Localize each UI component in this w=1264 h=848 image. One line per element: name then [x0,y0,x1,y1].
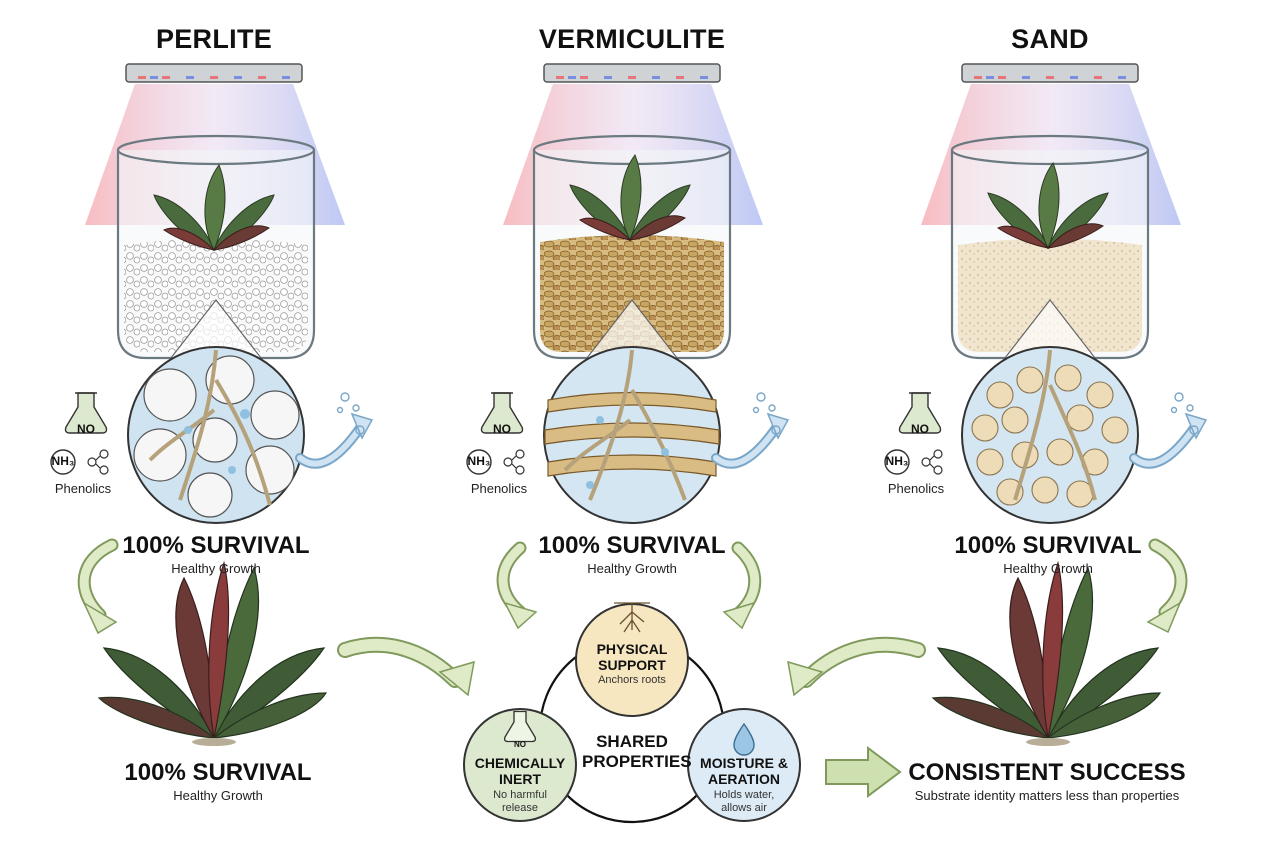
shared-properties-label: SHARED PROPERTIES [582,732,692,771]
moisture-aeration-circle [687,708,801,822]
arrow-perlite-to-shared [337,636,475,697]
survival-sand: 100% SURVIVAL [954,532,1142,559]
no-label-sand: NO [911,422,929,436]
bottom-growth-perlite: Healthy Growth [173,788,263,803]
mature-plant-perlite [98,562,327,747]
nh3-label-vermiculite: NH₃ [467,454,491,468]
title-sand: SAND [1011,24,1089,54]
physical-support-desc: Anchors roots [598,674,666,686]
flask-icon [503,710,537,743]
bottom-survival-perlite: 100% SURVIVAL [124,759,312,786]
chemically-inert-circle [463,708,577,822]
growth-sand: Healthy Growth [1003,561,1093,576]
survival-perlite: 100% SURVIVAL [122,532,310,559]
no-label-perlite: NO [77,422,95,436]
physical-support-title: PHYSICAL SUPPORT [596,641,668,673]
nh3-label-sand: NH₃ [885,454,909,468]
no-label-vermiculite: NO [493,422,511,436]
perlite-column [50,63,372,747]
chemical-icons-perlite [50,392,109,475]
chemically-inert-title: CHEMICALLY INERT [474,755,566,787]
phenolics-label-perlite: Phenolics [54,481,112,496]
consistent-success-subtitle: Substrate identity matters less than pro… [914,788,1180,803]
sand-column [884,63,1206,747]
moisture-aeration-desc: Holds water, allows air [713,789,775,814]
shared-properties-diagram [463,602,801,824]
beaker-perlite [116,134,316,360]
inert-no-badge: NO [514,740,526,749]
nh3-label-perlite: NH₃ [51,454,75,468]
phenolics-label-vermiculite: Phenolics [470,481,528,496]
moisture-aeration-title: MOISTURE & AERATION [700,755,788,787]
molecule-icon [87,449,109,475]
arrow-sand-to-shared [787,636,926,697]
water-drain-arrow [300,414,372,464]
growth-perlite: Healthy Growth [171,561,261,576]
consistent-success-title: CONSISTENT SUCCESS [908,759,1186,786]
phenolics-label-sand: Phenolics [887,481,945,496]
mature-plant-sand [932,562,1161,747]
chemically-inert-desc: No harmful release [493,789,547,814]
growth-vermiculite: Healthy Growth [587,561,677,576]
title-vermiculite: VERMICULITE [538,24,726,54]
arrow-to-success [825,746,902,798]
root-zoom-perlite [127,299,305,524]
survival-vermiculite: 100% SURVIVAL [538,532,726,559]
roots-icon [614,602,650,633]
water-drop-icon [733,722,755,756]
title-perlite: PERLITE [155,24,273,54]
vermiculite-column [466,63,788,630]
